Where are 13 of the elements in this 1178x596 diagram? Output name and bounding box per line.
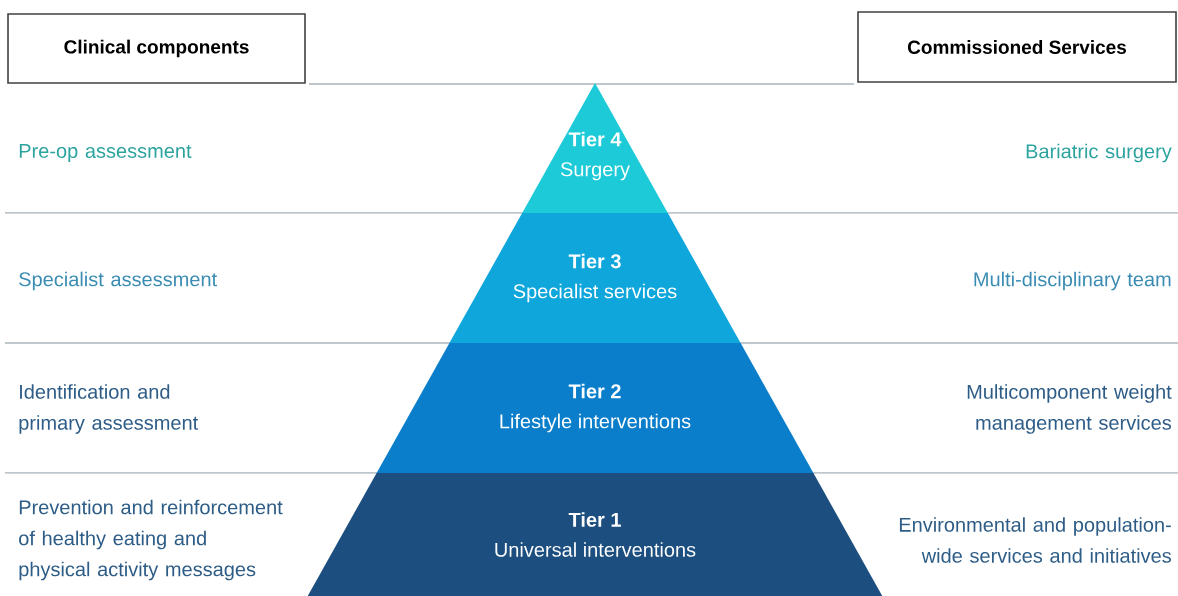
row-text: Bariatric surgery	[1026, 143, 1172, 163]
row-text: Specialist assessment	[19, 271, 217, 291]
header-box: Commissioned Services	[857, 11, 1177, 83]
pyramid-tier: Tier 4 Surgery	[522, 83, 668, 213]
header-box: Clinical components	[7, 13, 306, 84]
row-text: Identification and primary assessment	[19, 384, 199, 434]
pyramid-tier: Tier 1 Universal interventions	[307, 473, 883, 596]
pyramid-tier: Tier 2 Lifestyle interventions	[376, 343, 814, 473]
pyramid-tier: Tier 3 Specialist services	[449, 213, 741, 343]
row-text: Prevention and reinforcement of healthy eating and physical activity messages	[19, 499, 283, 581]
row-text: Multi-disciplinary team	[974, 271, 1171, 291]
row-text: Pre-op assessment	[19, 144, 192, 162]
row-text: Multicomponent weight management services	[967, 384, 1172, 434]
